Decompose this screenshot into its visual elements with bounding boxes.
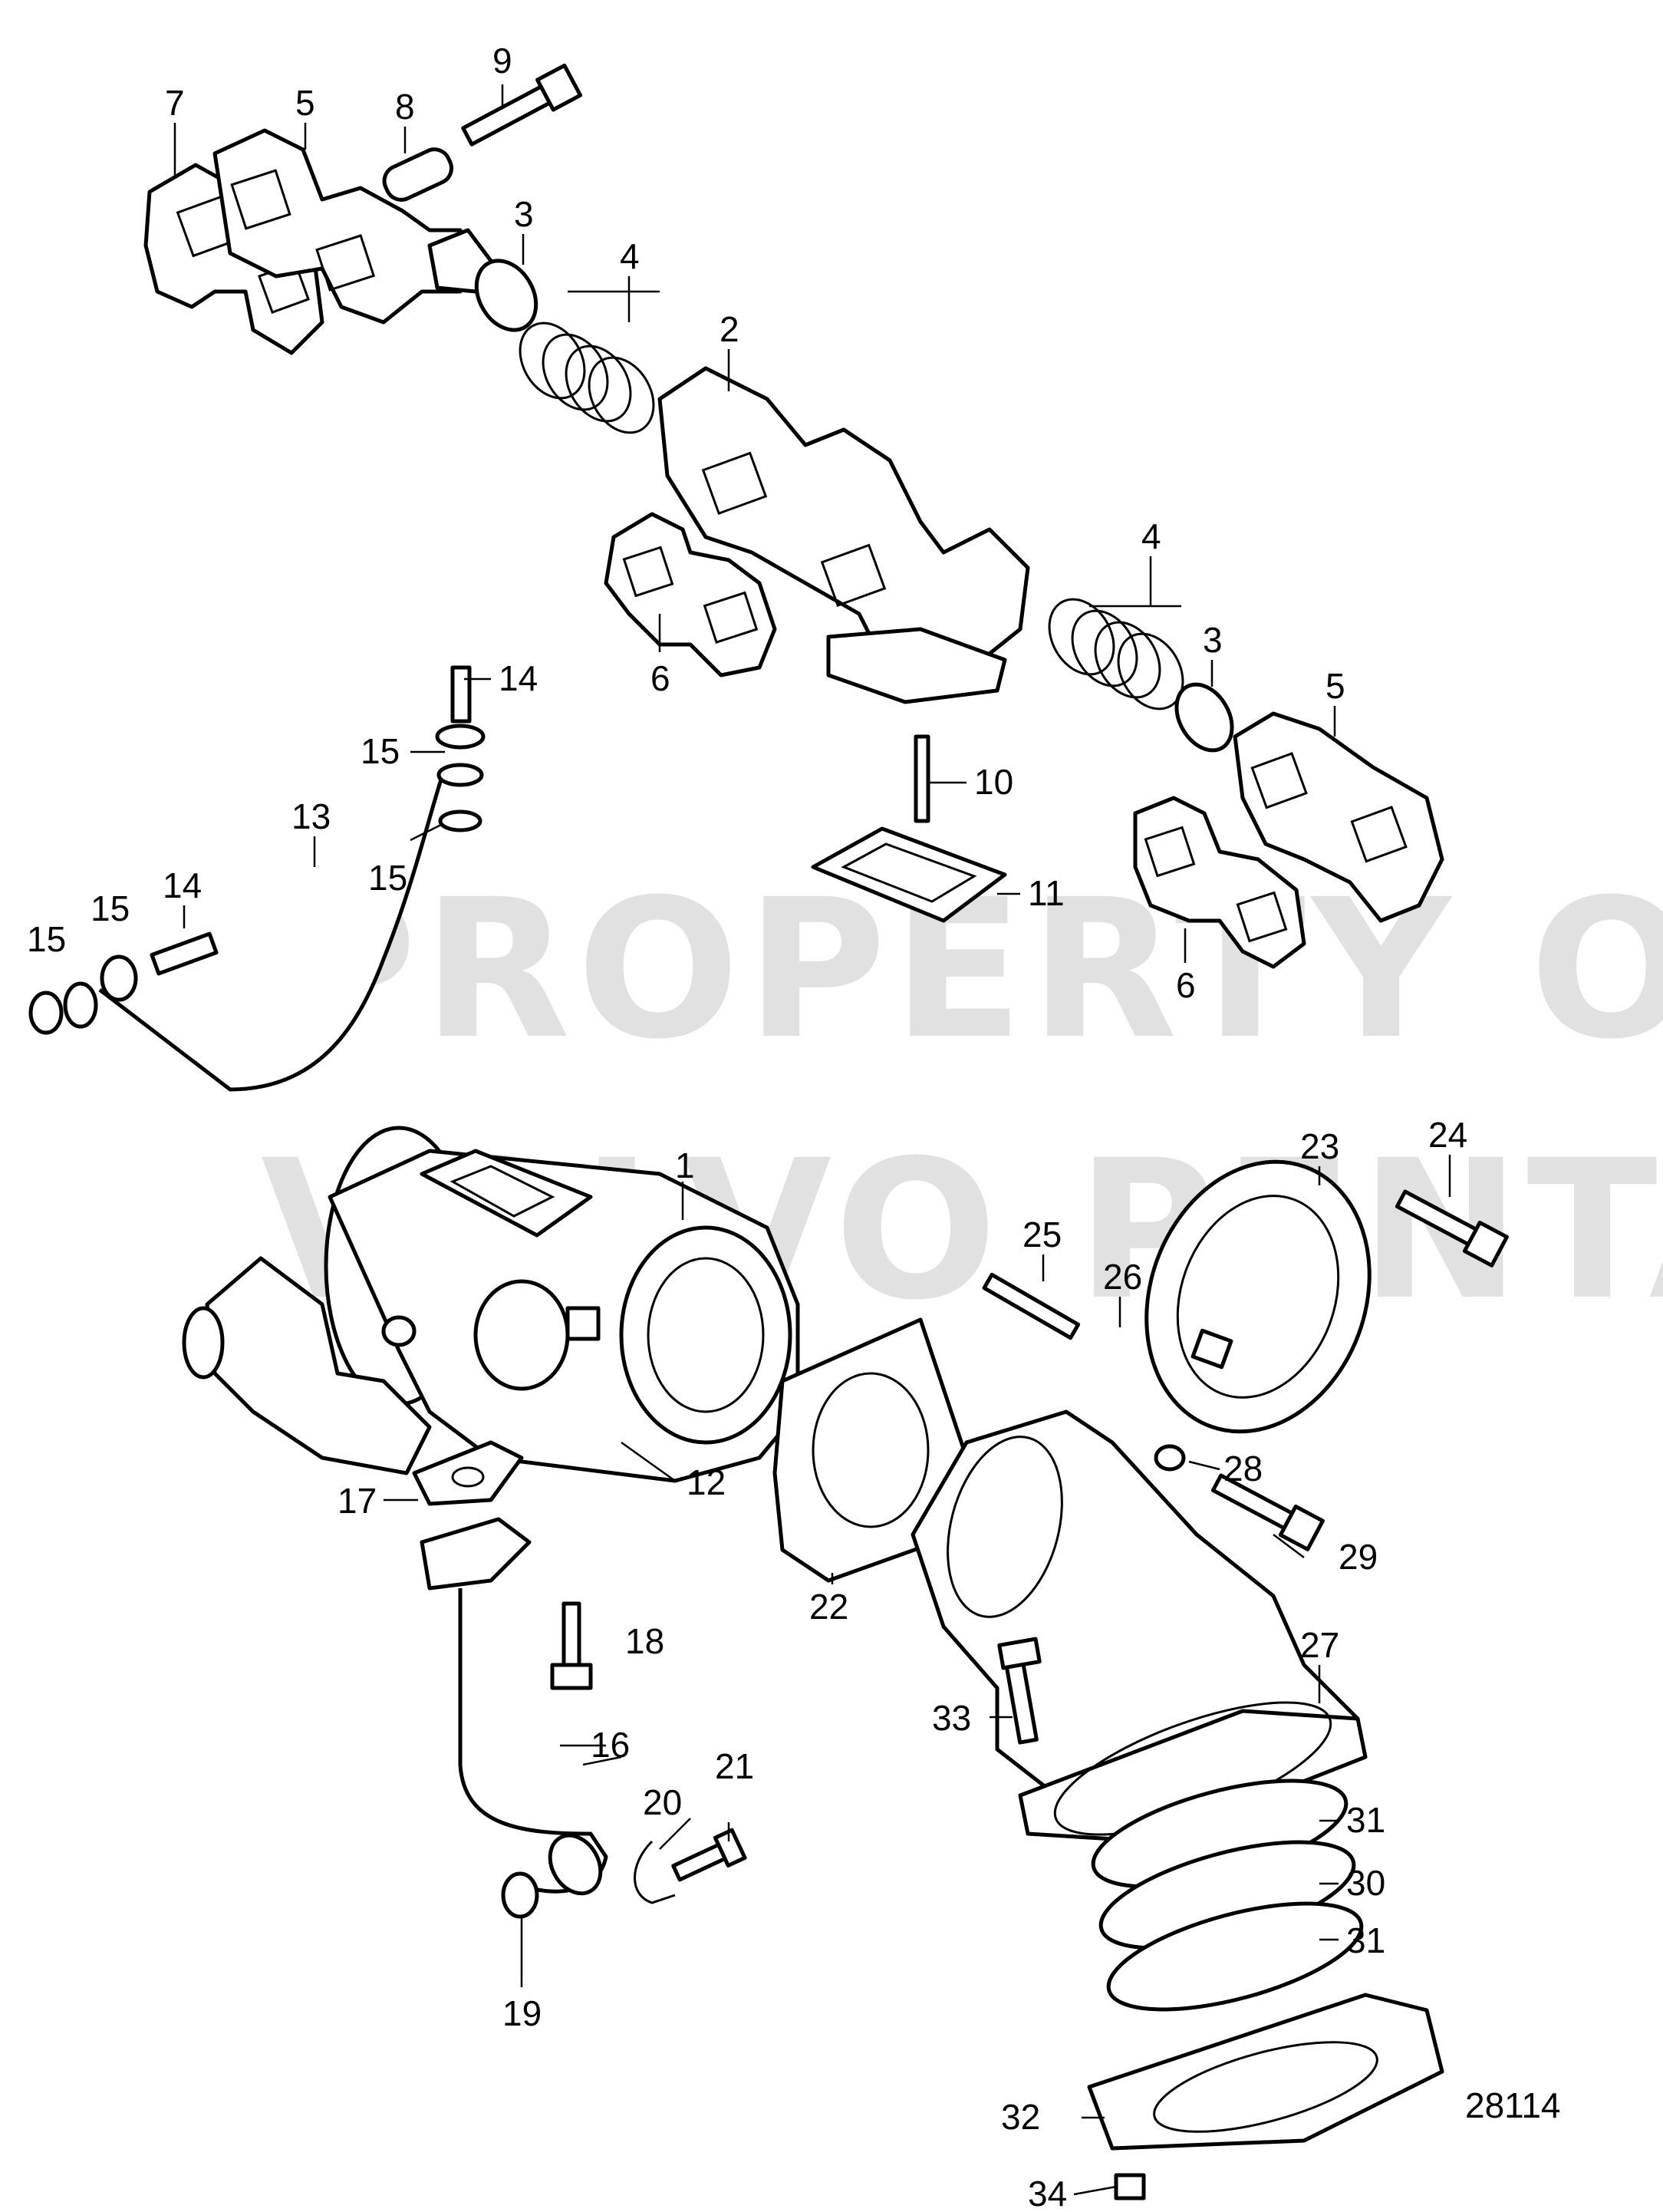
callout-2: 2	[720, 309, 739, 349]
stud-25	[982, 1272, 1081, 1340]
callout-4-front: 4	[620, 236, 640, 276]
bolt-24	[1395, 1189, 1509, 1268]
clip-20	[634, 1840, 676, 1904]
callout-22: 22	[809, 1587, 848, 1627]
callout-1: 1	[675, 1146, 695, 1185]
callout-21: 21	[715, 1746, 754, 1786]
callout-15-top: 15	[361, 731, 400, 771]
callout-31-lower: 31	[1346, 1920, 1385, 1960]
seal-ring-3-front	[474, 259, 538, 332]
callout-19: 19	[502, 1993, 542, 2033]
stud-10	[914, 734, 930, 823]
piston-rings-4-rear	[1048, 598, 1184, 710]
nut-34	[1114, 2173, 1146, 2200]
seal-ring-3-rear	[1174, 682, 1234, 753]
callout-8: 8	[395, 87, 415, 127]
callout-3-front: 3	[514, 194, 534, 234]
callout-6-mid: 6	[650, 658, 670, 698]
callout-34: 34	[1028, 2174, 1067, 2208]
callout-5-rear: 5	[1325, 666, 1345, 706]
bolt-21	[671, 1828, 747, 1882]
callout-16: 16	[591, 1725, 630, 1765]
callout-12: 12	[687, 1462, 726, 1502]
callout-13: 13	[291, 796, 331, 836]
callout-10: 10	[974, 762, 1013, 802]
flange-23	[1144, 1159, 1372, 1434]
callout-4-rear: 4	[1141, 516, 1161, 556]
callout-32: 32	[1001, 2097, 1040, 2137]
callout-28: 28	[1223, 1449, 1263, 1488]
callout-5-front: 5	[295, 83, 315, 123]
gasket-6-rear	[1133, 796, 1306, 969]
gaskets-30-31	[1091, 1779, 1364, 2012]
callout-26: 26	[1103, 1257, 1142, 1297]
manifold-middle-2	[657, 366, 1030, 693]
washer-28	[1154, 1444, 1186, 1472]
callout-18: 18	[625, 1621, 664, 1661]
callout-20: 20	[643, 1782, 682, 1822]
nut-12	[565, 1306, 601, 1341]
oil-feed-pipe-13	[28, 665, 486, 1092]
flange-32	[1087, 1993, 1444, 2151]
callout-15-far-left: 15	[27, 919, 66, 959]
bolt-29	[1210, 1473, 1325, 1551]
callout-27: 27	[1300, 1625, 1339, 1665]
callout-14-top: 14	[499, 658, 538, 698]
drain-pipe-16	[420, 1517, 608, 1919]
nut-26	[1190, 1328, 1233, 1370]
callout-7: 7	[165, 83, 185, 123]
callout-14-left: 14	[163, 865, 202, 905]
bolt-33	[997, 1637, 1042, 1745]
callout-6-rear: 6	[1176, 965, 1196, 1005]
callout-9: 9	[492, 41, 512, 81]
gasket-6-mid	[604, 512, 777, 677]
callout-25: 25	[1022, 1215, 1062, 1254]
callout-15-lower: 15	[368, 858, 407, 898]
gasket-17	[412, 1440, 524, 1506]
bolt-9	[461, 63, 583, 147]
manifold-rear-5	[1233, 711, 1444, 923]
callout-15-left: 15	[91, 888, 130, 928]
front-manifold-section	[143, 63, 1444, 969]
sleeve-8	[382, 147, 454, 202]
callout-24: 24	[1428, 1115, 1467, 1155]
callout-3-rear: 3	[1203, 620, 1223, 660]
piston-rings-4-front	[519, 321, 655, 434]
callout-labels: 1 2 3 3 4 4 5 5 6 6 7 8 9 10 11 12 13 14…	[27, 41, 1561, 2212]
callout-23: 23	[1300, 1126, 1339, 1166]
callout-31-upper: 31	[1346, 1800, 1385, 1840]
callout-30: 30	[1346, 1863, 1385, 1903]
callout-29: 29	[1339, 1537, 1378, 1577]
callout-17: 17	[338, 1481, 377, 1521]
figure-number: 28114	[1465, 2085, 1561, 2125]
callout-33: 33	[932, 1698, 971, 1738]
gasket-11	[811, 826, 1007, 923]
leader-lines	[173, 84, 1451, 2196]
gasket-22	[772, 1317, 969, 1583]
bolt-18	[550, 1601, 593, 1690]
turbocharger-1	[182, 1126, 800, 1483]
callout-11: 11	[1028, 873, 1065, 913]
